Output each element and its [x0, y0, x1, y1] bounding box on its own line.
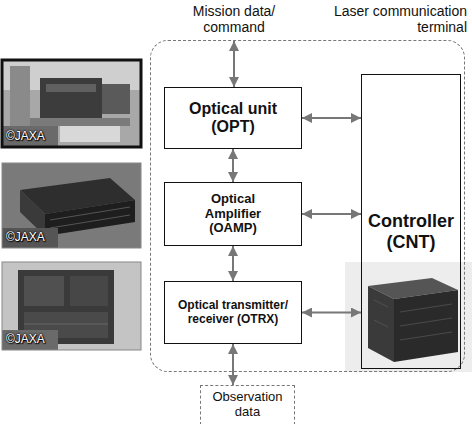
observation-data-box: Observation data	[200, 385, 295, 424]
optical-unit-box: Optical unit (OPT)	[164, 87, 302, 149]
box-label: Controller (CNT)	[364, 211, 458, 252]
optical-unit-photo	[2, 60, 141, 147]
optical-amplifier-box: Optical Amplifier (OAMP)	[164, 182, 302, 246]
optical-transceiver-photo	[2, 262, 141, 350]
connector-arrow	[232, 149, 234, 182]
box-label: Optical Amplifier (OAMP)	[187, 192, 279, 237]
box-label: Observation data	[203, 390, 293, 420]
mission-label: Mission data/ command	[184, 3, 284, 35]
box-label: Optical transmitter/ receiver (OTRX)	[167, 299, 299, 327]
copyright-watermark: ©JAXA	[6, 130, 66, 144]
mission-arrow	[233, 41, 235, 87]
optical-transceiver-box: Optical transmitter/ receiver (OTRX)	[164, 281, 302, 344]
controller-photo	[345, 262, 472, 372]
copyright-watermark: ©JAXA	[6, 231, 66, 245]
connector-arrow	[232, 246, 234, 281]
connector-arrow	[302, 312, 361, 314]
connector-arrow	[302, 213, 361, 215]
connector-arrow	[232, 344, 234, 385]
box-label: Optical unit (OPT)	[169, 100, 297, 137]
optical-amplifier-photo	[2, 163, 141, 248]
controller-box: Controller (CNT)	[361, 74, 461, 369]
copyright-watermark: ©JAXA	[6, 333, 66, 347]
terminal-heading: Laser communication terminal	[297, 3, 467, 35]
connector-arrow	[302, 117, 361, 119]
terminal-boundary: Laser communication terminalOptical unit…	[150, 40, 465, 372]
